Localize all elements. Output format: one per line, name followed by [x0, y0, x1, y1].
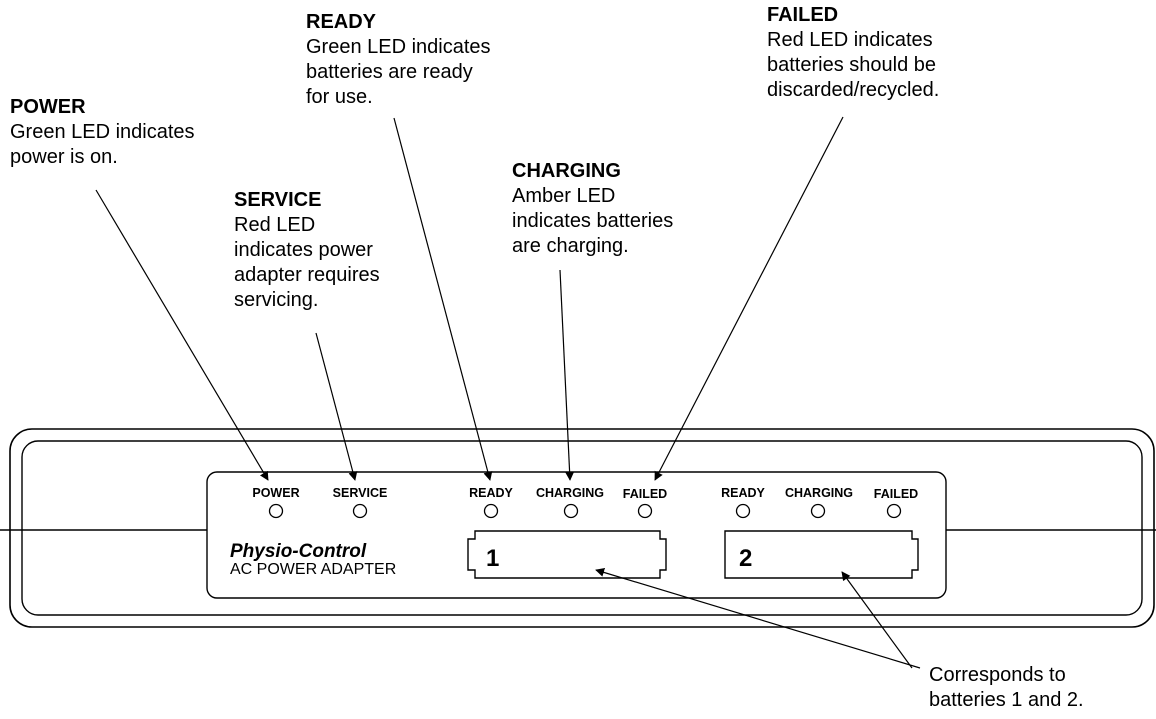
led-label-charging-2: CHARGING: [785, 486, 853, 500]
housing-inner: [21, 440, 1143, 616]
callout-service-line-3: adapter requires: [234, 264, 380, 286]
led-label-failed-1: FAILED: [623, 487, 667, 501]
led-service: [352, 503, 368, 519]
led-charging-2: [810, 503, 826, 519]
housing-outer: [9, 428, 1155, 628]
arrow-service: [315, 332, 358, 481]
callout-ready-heading: READY: [306, 11, 377, 33]
led-charging-1: [563, 503, 579, 519]
led-ready-1: [483, 503, 499, 519]
callout-batteries-line-1: Corresponds to: [929, 664, 1066, 686]
callout-service-line-1: Red LED: [234, 214, 316, 236]
callout-charging: CHARGING Amber LED indicates batteries a…: [512, 159, 673, 259]
callout-service-line-4: servicing.: [234, 289, 319, 311]
callout-power-line-2: power is on.: [10, 146, 118, 168]
battery-slot-1-number: 1: [486, 545, 499, 572]
led-failed-1: [637, 503, 653, 519]
arrow-failed: [654, 116, 844, 481]
led-power: [268, 503, 284, 519]
battery-slot-2: [724, 530, 919, 579]
led-label-service: SERVICE: [333, 486, 388, 500]
battery-slot-2-number: 2: [739, 545, 752, 572]
brand-subtitle: AC POWER ADAPTER: [230, 561, 396, 578]
led-label-ready-2: READY: [721, 486, 765, 500]
callout-ready-line-2: batteries are ready: [306, 61, 473, 83]
led-ready-2: [735, 503, 751, 519]
callout-ready-line-3: for use.: [306, 86, 373, 108]
led-failed-2: [886, 503, 902, 519]
callout-failed-line-3: discarded/recycled.: [767, 79, 940, 101]
callout-ready-line-1: Green LED indicates: [306, 36, 491, 58]
callout-ready: READY Green LED indicates batteries are …: [306, 10, 491, 110]
callout-charging-line-1: Amber LED: [512, 185, 616, 207]
led-label-failed-2: FAILED: [874, 487, 918, 501]
callout-power: POWER Green LED indicates power is on.: [10, 95, 195, 170]
callout-service: SERVICE Red LED indicates power adapter …: [234, 188, 380, 313]
callout-batteries-line-2: batteries 1 and 2.: [929, 689, 1084, 711]
arrow-battery-1: [595, 568, 921, 669]
brand-name: Physio-Control: [230, 541, 367, 562]
callout-failed-heading: FAILED: [767, 4, 839, 26]
arrow-charging: [559, 269, 575, 481]
callout-service-heading: SERVICE: [234, 189, 322, 211]
battery-slot-1: [467, 530, 667, 579]
led-label-power: POWER: [252, 486, 299, 500]
arrow-ready: [393, 117, 493, 481]
callout-charging-heading: CHARGING: [512, 160, 621, 182]
callout-failed-line-1: Red LED indicates: [767, 29, 933, 51]
callout-charging-line-2: indicates batteries: [512, 210, 674, 232]
callout-power-heading: POWER: [10, 96, 86, 118]
arrow-battery-2: [841, 571, 913, 669]
callout-batteries: Corresponds to batteries 1 and 2.: [929, 663, 1084, 713]
led-label-charging-1: CHARGING: [536, 486, 604, 500]
callout-failed-line-2: batteries should be: [767, 54, 937, 76]
callout-service-line-2: indicates power: [234, 239, 373, 261]
callout-failed: FAILED Red LED indicates batteries shoul…: [767, 3, 939, 103]
callout-charging-line-3: are charging.: [512, 235, 629, 257]
arrow-power: [95, 189, 269, 481]
callout-power-line-1: Green LED indicates: [10, 121, 195, 143]
led-label-ready-1: READY: [469, 486, 513, 500]
